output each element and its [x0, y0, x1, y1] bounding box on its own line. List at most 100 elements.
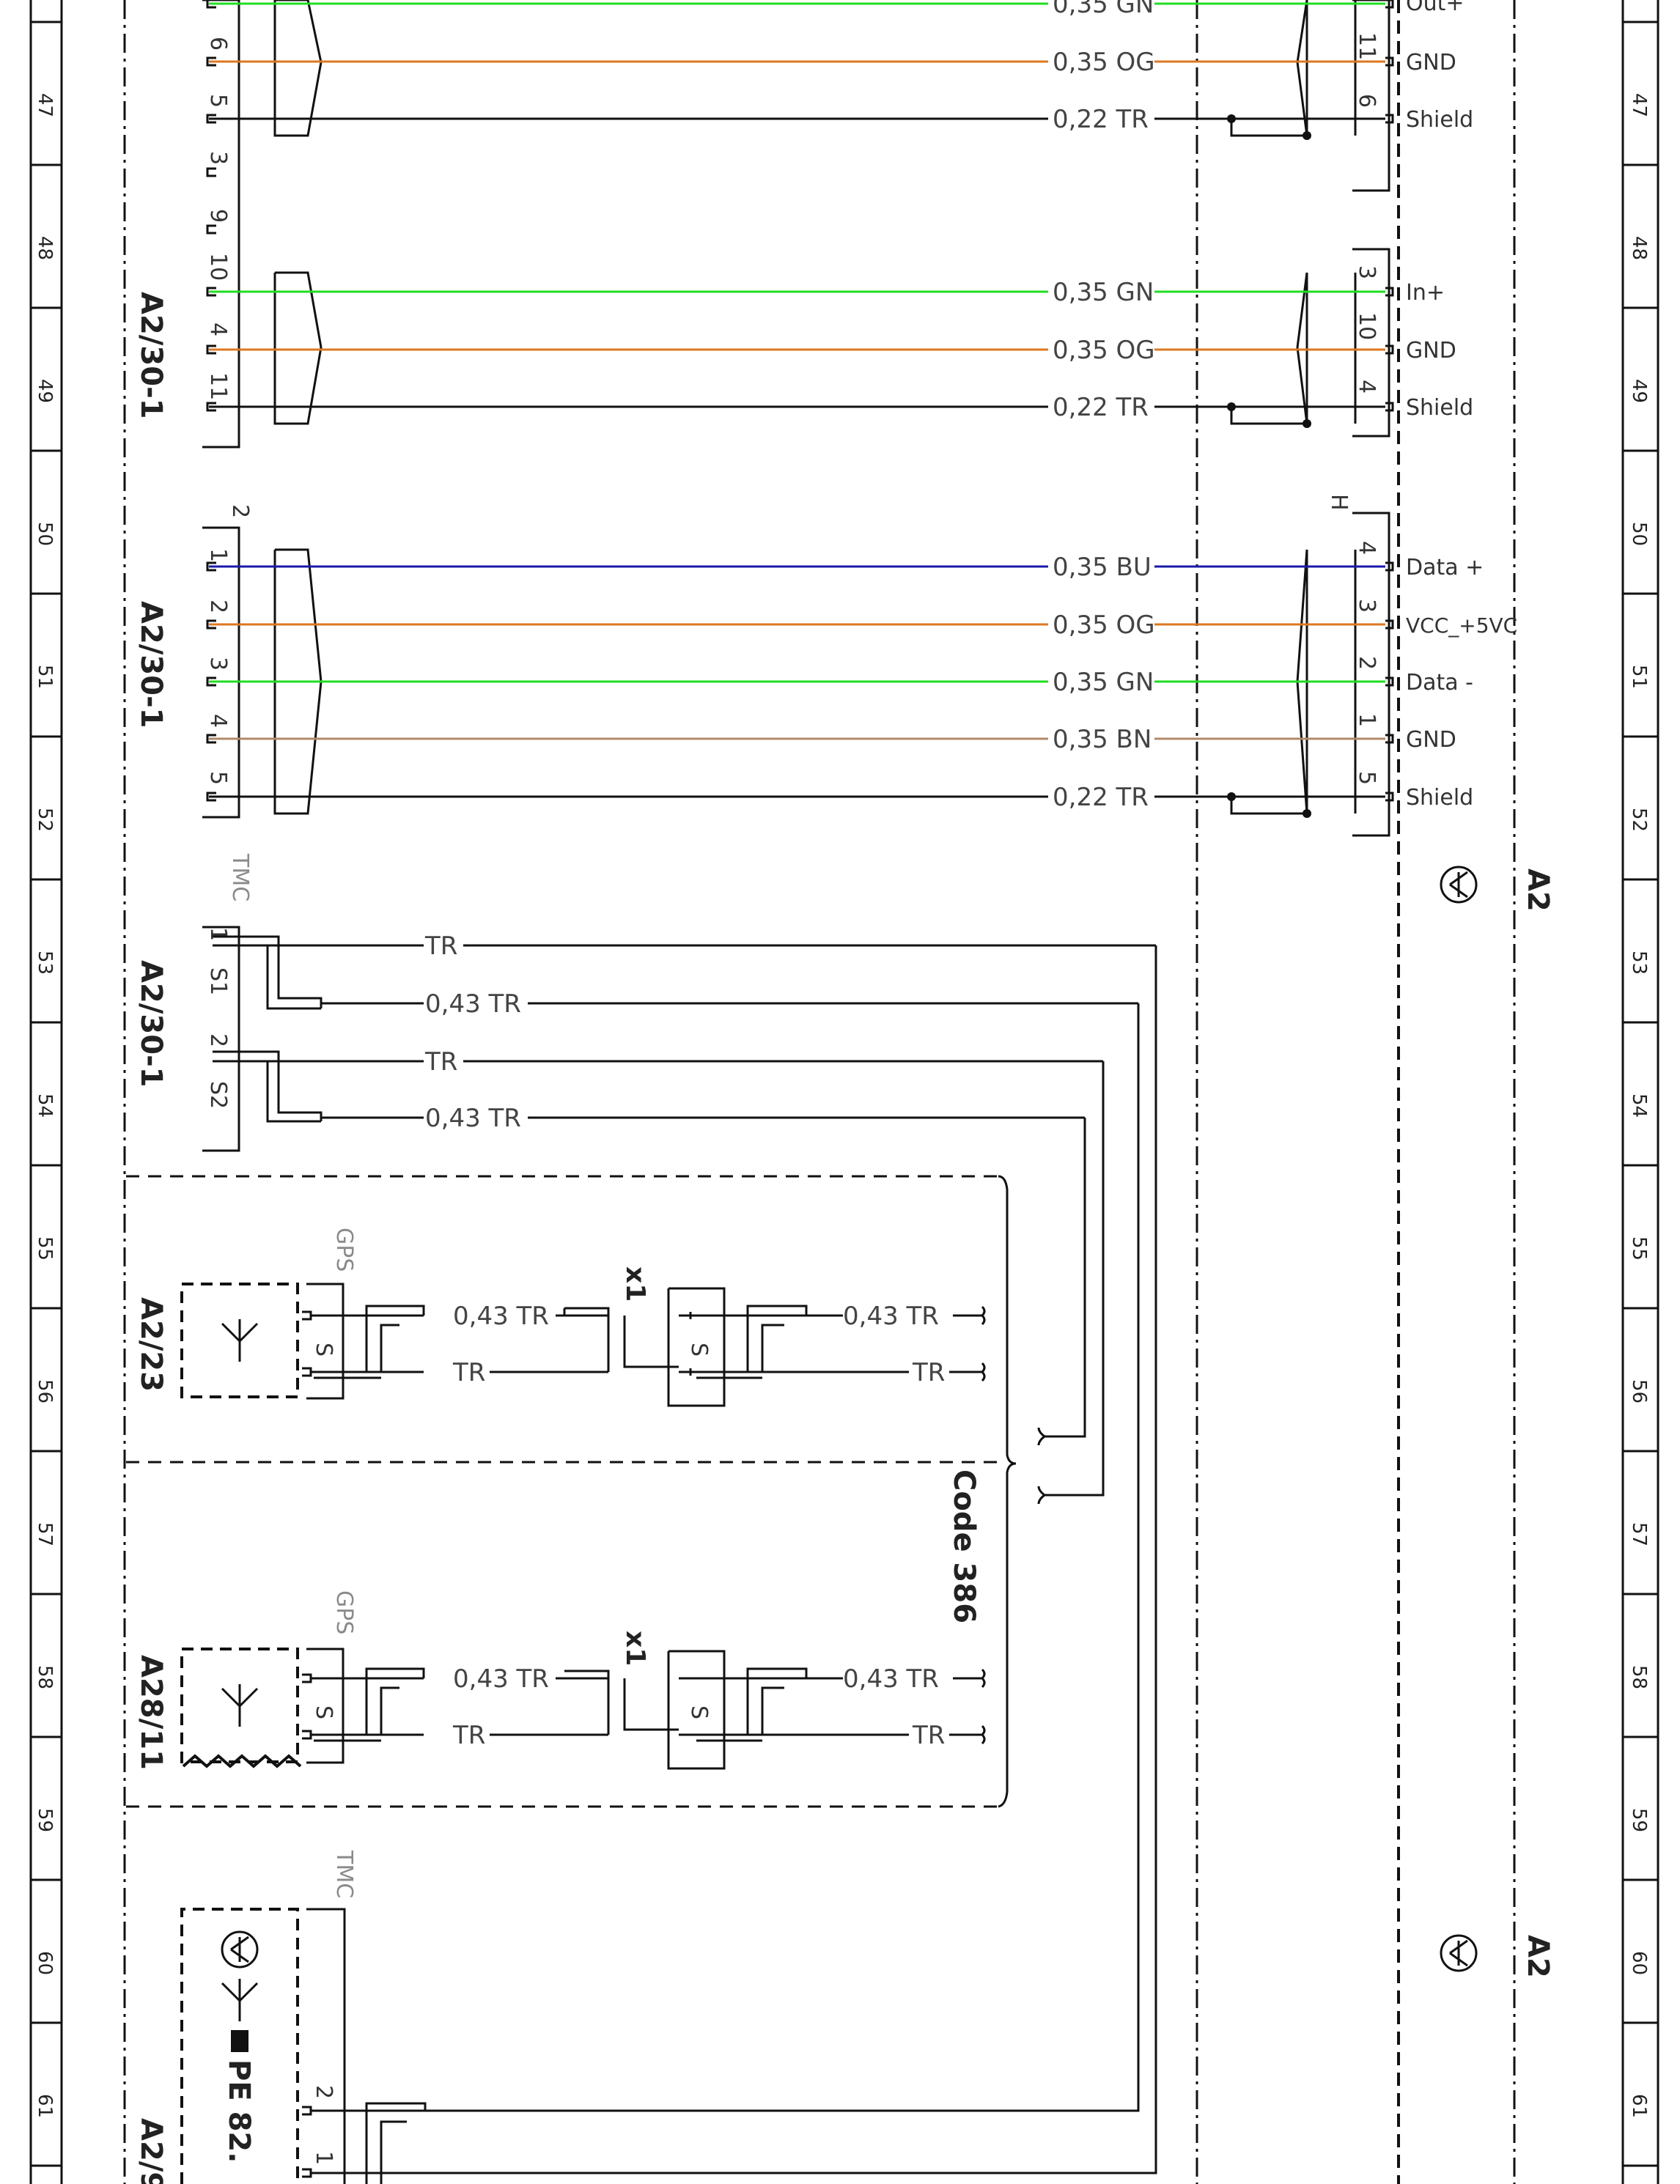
ruler-number: 56: [34, 1379, 56, 1403]
gps-antenna-2: [221, 1684, 259, 1727]
pin-number: 4: [1354, 380, 1379, 394]
ruler-number: 60: [1628, 1951, 1650, 1975]
pin-number: 6: [205, 37, 231, 51]
tmc-bottom-wiring: [302, 1908, 427, 2184]
ruler-number: 51: [1628, 665, 1650, 689]
signal-label: GND: [1406, 727, 1456, 753]
wire-label: 0,35 BU: [1053, 553, 1152, 582]
ruler-number: 59: [1628, 1808, 1650, 1832]
ruler-number: 49: [1628, 379, 1650, 403]
wire-label: 0,35 GN: [1053, 278, 1154, 307]
upper-wires: [209, 2, 1385, 425]
mid-wire-labels: 0,35 BU 0,35 OG 0,35 GN 0,35 BN 0,22 TR: [1053, 553, 1155, 812]
component-label-a2-right-1: A2: [1521, 868, 1555, 912]
signal-label: GND: [1406, 50, 1456, 75]
a2-9-box: [180, 1908, 299, 2184]
connector-label-h: H: [1326, 494, 1352, 511]
pin-number: 11: [205, 372, 231, 400]
upper-wire-labels: 0,35 GN 0,35 OG 0,22 TR 0,35 GN 0,35 OG …: [1053, 0, 1155, 422]
tmc-bottom-pin-2: 2: [311, 2085, 336, 2099]
junction-dots: [1227, 114, 1311, 428]
ruler-number: 52: [34, 808, 56, 832]
pin-number: 2: [1354, 656, 1379, 670]
x1-pin-s-2: S: [686, 1705, 712, 1719]
wire-label: TR: [452, 1358, 485, 1387]
frame-lines: [123, 0, 1516, 2184]
ruler-number: 50: [1628, 522, 1650, 546]
component-label-a2-30-1-low: A2/30-1: [134, 960, 168, 1088]
signal-label: Shield: [1406, 785, 1473, 811]
a2-23-box: [180, 1283, 299, 1398]
ruler-number: 54: [1628, 1093, 1650, 1118]
signal-label: VCC_+5VC: [1406, 613, 1517, 638]
ruler-number: 54: [34, 1093, 56, 1118]
pin-number: 1: [205, 927, 231, 941]
gps-wiring-2: [302, 1648, 986, 1770]
pin-number: 2: [205, 1033, 231, 1047]
tmc-wire-labels: TR 0,43 TR TR 0,43 TR: [424, 931, 521, 1133]
tmc-label-top: TMC: [227, 853, 253, 901]
gps-wire-labels-1: 0,43 TR TR 0,43 TR TR: [452, 1302, 945, 1387]
mid-right-pins: 4 3 2 1 5: [1354, 541, 1379, 785]
gps-wire-labels-2: 0,43 TR TR 0,43 TR TR: [452, 1664, 945, 1750]
wire-label: TR: [424, 931, 457, 961]
pin-number: 6: [1354, 94, 1379, 108]
signal-label: In+: [1406, 280, 1445, 306]
mid-connector: [202, 512, 1390, 837]
gps-antenna-1: [221, 1319, 259, 1362]
pin-number: 5: [205, 94, 231, 108]
upper-right-pins: 11 6 3 10 4: [1354, 32, 1379, 394]
ruler-number: 61: [34, 2094, 56, 2118]
ruler-numbers: 47 48 49 50 51 52 53 54 55 56 57 58 59 6…: [34, 93, 1650, 2118]
gps-label-2: GPS: [331, 1590, 357, 1634]
wire-label: 0,35 BN: [1053, 725, 1152, 754]
left-ruler: [29, 0, 63, 2184]
wire-label: 0,22 TR: [1053, 393, 1149, 422]
right-ruler: [1621, 0, 1659, 2184]
ruler-number: 58: [1628, 1665, 1650, 1689]
pin-number: 4: [205, 322, 231, 336]
code-386-label: Code 386: [947, 1469, 981, 1623]
tmc-antenna-symbol: [221, 1930, 259, 2021]
ruler-number: 57: [34, 1522, 56, 1546]
left-pin-ends: [206, 0, 216, 802]
tmc-arrows: [1037, 1427, 1045, 1505]
gps-wiring-1: [302, 1283, 986, 1407]
mid-left-pins: 1 2 3 4 5: [205, 548, 231, 785]
a28-11-box: [180, 1648, 299, 1763]
gps-pin-s-2: S: [311, 1705, 336, 1719]
pin-number: 3: [1354, 599, 1379, 613]
wire-label: 0,43 TR: [425, 989, 521, 1019]
signal-label: Data -: [1406, 670, 1473, 696]
ruler-number: 51: [34, 665, 56, 689]
x1-pin-s-1: S: [686, 1343, 712, 1357]
wire-label: TR: [424, 1047, 457, 1077]
wire-label: 0,35 OG: [1053, 336, 1155, 365]
ruler-number: 60: [34, 1951, 56, 1975]
wire-label: 0,35 OG: [1053, 48, 1155, 77]
pin-number: 1: [1354, 713, 1379, 727]
ruler-number: 52: [1628, 808, 1650, 832]
connector-label-2: 2: [227, 504, 253, 518]
signal-label: Shield: [1406, 395, 1473, 421]
component-label-a2-30-1-mid: A2/30-1: [134, 601, 168, 728]
ruler-number: 48: [1628, 236, 1650, 260]
x1-label-1: x1: [620, 1266, 650, 1302]
wire-label: 0,43 TR: [453, 1302, 549, 1331]
ruler-number: 53: [1628, 951, 1650, 975]
ruler-number: 48: [34, 236, 56, 260]
ruler-number: 61: [1628, 2094, 1650, 2118]
pin-number: 1: [205, 548, 231, 562]
signal-label: Out+: [1406, 0, 1465, 16]
wire-label: 0,43 TR: [843, 1302, 939, 1331]
antenna-symbol-1: [1440, 866, 1478, 904]
pin-number: 5: [205, 771, 231, 785]
component-label-a2-9: A2/9: [134, 2118, 168, 2184]
ruler-number: 59: [34, 1808, 56, 1832]
ruler-number: 49: [34, 379, 56, 403]
x1-label-2: x1: [620, 1631, 650, 1666]
wire-label: 0,22 TR: [1053, 783, 1149, 812]
signal-label: Shield: [1406, 107, 1473, 133]
ruler-number: 55: [1628, 1236, 1650, 1261]
gps-label-1: GPS: [331, 1228, 357, 1272]
